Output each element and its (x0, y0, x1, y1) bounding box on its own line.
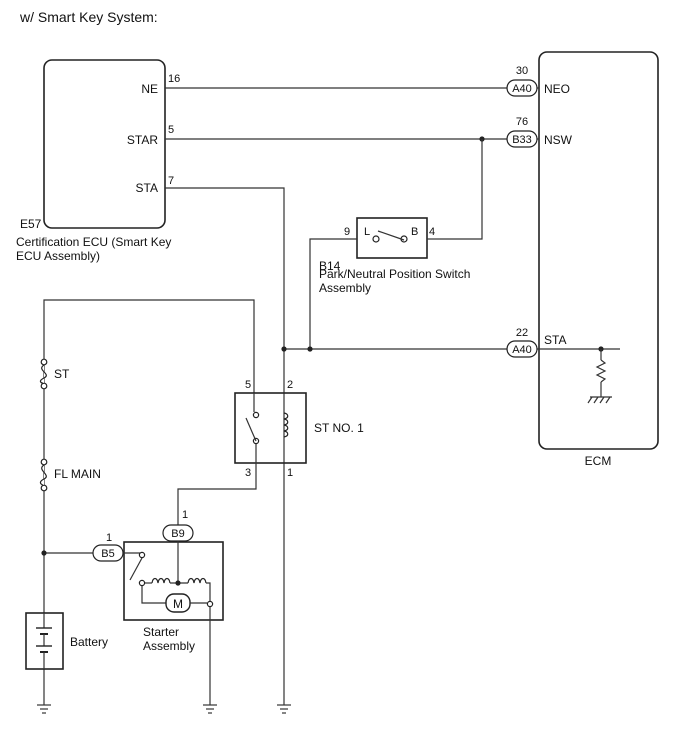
relay-pin-2: 2 (287, 379, 293, 391)
cert-ecu-name-line1: Certification ECU (Smart Key (16, 235, 171, 249)
connector-a40-neo: A40 (506, 79, 538, 97)
connector-a40-sta: A40 (506, 340, 538, 358)
fuse-fl-main (39, 458, 48, 492)
ecm-box (538, 51, 659, 450)
pnp-id: B14 (319, 259, 341, 273)
connector-b33-label: B33 (512, 134, 532, 146)
connector-a40-sta-label: A40 (512, 344, 532, 356)
junction-dot-starter (175, 580, 181, 586)
connector-b9-label: B9 (171, 528, 184, 540)
diagram-title: w/ Smart Key System: (19, 9, 158, 25)
cert-ecu-terminal-sta: STA (136, 181, 158, 195)
ecm-ground-hatch-1 (587, 396, 593, 404)
starter-label-line1: Starter (143, 625, 179, 639)
junction-dot-battery (41, 550, 47, 556)
connector-b9: B9 (162, 524, 194, 542)
ground-symbol-battery (37, 704, 51, 714)
b9-pin: 1 (182, 509, 188, 521)
ecm-ground-hatch-4 (605, 396, 611, 404)
starter-hold-in-coil (187, 577, 207, 584)
cert-ecu-pin-16: 16 (168, 73, 180, 85)
ecm-terminal-neo: NEO (544, 82, 570, 96)
pnp-label-b: B (411, 226, 418, 238)
wire-relay-b9 (177, 463, 257, 525)
starter-contact-top (138, 551, 146, 559)
ecm-resistor (595, 359, 607, 383)
pnp-contact-l (372, 235, 380, 243)
pnp-label-l: L (364, 226, 370, 238)
cert-ecu-pin-5: 5 (168, 124, 174, 136)
cert-ecu-id: E57 (20, 217, 42, 231)
ecm-pin-30: 30 (516, 65, 528, 77)
relay-st-no1-box (234, 392, 307, 464)
ecm-pin-22: 22 (516, 327, 528, 339)
fuse-fl-main-label: FL MAIN (54, 467, 101, 481)
ecm-ground-hatch-2 (593, 396, 599, 404)
battery-label: Battery (70, 635, 108, 649)
junction-dot-pnp (307, 346, 313, 352)
cert-ecu-terminal-ne: NE (141, 82, 158, 96)
ecm-terminal-nsw: NSW (544, 133, 573, 147)
wire-pnp-sta (309, 238, 357, 349)
relay-label: ST NO. 1 (314, 421, 364, 435)
certification-ecu-box (43, 59, 166, 229)
junction-dot-relay (281, 346, 287, 352)
starter-ground-terminal (206, 600, 214, 608)
starter-coil-to-ground (206, 582, 211, 603)
starter-wire-to-motor (141, 586, 166, 604)
relay-coil (283, 412, 289, 438)
pnp-name-line2: Assembly (319, 281, 371, 295)
starter-label-line2: Assembly (143, 639, 195, 653)
b5-pin: 1 (106, 532, 112, 544)
wire-nsw-pnp (440, 139, 483, 240)
wire-power-rail (43, 299, 255, 705)
starter-contact-bottom (138, 579, 146, 587)
pnp-pin-4: 4 (429, 226, 435, 238)
pnp-switch-box (356, 217, 428, 259)
pnp-pin-9: 9 (344, 226, 350, 238)
ecm-ground-hatch-3 (599, 396, 605, 404)
starter-assembly-box (123, 541, 224, 621)
cert-ecu-pin-7: 7 (168, 175, 174, 187)
relay-contact-bottom (252, 437, 260, 445)
fuse-st (39, 358, 48, 390)
cert-ecu-terminal-star: STAR (127, 133, 158, 147)
relay-pin-3: 3 (245, 467, 251, 479)
starter-pull-in-coil (151, 577, 171, 584)
starter-switch-arm (129, 557, 143, 581)
connector-b5-label: B5 (101, 548, 114, 560)
ecm-pin-76: 76 (516, 116, 528, 128)
connector-b33-nsw: B33 (506, 130, 538, 148)
ground-symbol-starter (203, 704, 217, 714)
ground-symbol-relay (277, 704, 291, 714)
cert-ecu-name-line2: ECU Assembly) (16, 249, 100, 263)
pnp-name-line1: Park/Neutral Position Switch (319, 267, 470, 281)
ecm-label: ECM (585, 454, 612, 468)
starter-motor-symbol: M (173, 597, 183, 611)
relay-pin-5: 5 (245, 379, 251, 391)
connector-b5: B5 (92, 544, 124, 562)
relay-pin-1: 1 (287, 467, 293, 479)
fuse-st-label: ST (54, 367, 70, 381)
relay-contact-top (252, 411, 260, 419)
ecm-terminal-sta: STA (544, 333, 566, 347)
relay-switch-arm (245, 417, 257, 442)
connector-a40-neo-label: A40 (512, 83, 532, 95)
pnp-switch-arm (377, 230, 405, 241)
wire-sta-relay-coil (165, 187, 285, 705)
